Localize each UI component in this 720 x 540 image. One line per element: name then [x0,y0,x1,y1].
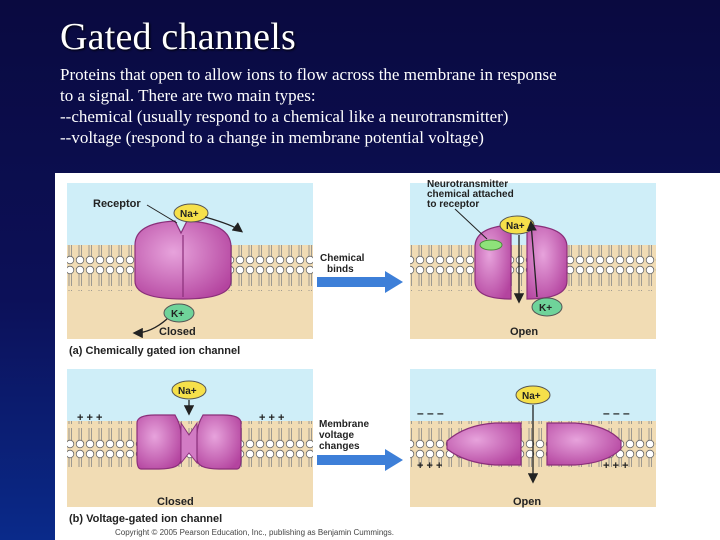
panel-a: Receptor Na+ K+ Closed Chemical binds Ne… [67,179,656,357]
open-label: Open [513,496,541,508]
arrow-label: changes [319,441,360,452]
slide-title: Gated channels [60,16,296,58]
k-ion [163,303,195,323]
arrow-label: Membrane [319,419,369,430]
k-ion-label: K+ [539,303,552,314]
na-ion-label: Na+ [178,386,197,397]
plus-charges: + + + [77,412,102,424]
minus-charges: – – – [603,406,630,420]
nt-label: chemical attached [427,189,514,200]
body-line: --chemical (usually respond to a chemica… [60,107,509,126]
copyright-notice: Copyright © 2005 Pearson Education, Inc.… [115,528,394,537]
arrow-label: voltage [319,430,354,441]
k-ion [531,297,563,317]
na-ion-label: Na+ [522,391,541,402]
panel-b-caption: (b) Voltage-gated ion channel [69,513,222,525]
neurotransmitter-molecule [479,239,503,251]
arrow-label: binds [327,264,354,275]
voltage-change-arrow: Membrane voltage changes [317,419,403,471]
body-line: Proteins that open to allow ions to flow… [60,65,557,84]
panel-b-closed-cell: Na+ + + + + + + Closed [67,369,313,508]
closed-label: Closed [157,496,194,508]
panel-a-caption: (a) Chemically gated ion channel [69,345,240,357]
receptor-pointer [146,204,178,224]
na-ion [515,385,551,405]
ion-channel-figure: Receptor Na+ K+ Closed Chemical binds Ne… [55,173,720,540]
arrow-label: Chemical [320,253,365,264]
panel-b: Na+ + + + + + + Closed Membrane voltage … [67,369,656,537]
nt-label: to receptor [427,199,479,210]
open-label: Open [510,326,538,338]
slide-body: Proteins that open to allow ions to flow… [60,64,700,148]
panel-b-open-cell: Na+ – – – – – – + + + + + + Open [410,369,656,508]
k-ion-label: K+ [171,309,184,320]
plus-charges: + + + [417,460,442,472]
minus-charges: – – – [417,406,444,420]
plus-charges: + + + [259,412,284,424]
panel-a-closed-cell: Receptor Na+ K+ Closed [67,183,313,339]
plus-charges: + + + [603,460,628,472]
na-ion-label: Na+ [506,221,525,232]
na-ion-label: Na+ [180,209,199,220]
receptor-label: Receptor [93,198,141,210]
panel-a-open-cell: Neurotransmitter chemical attached to re… [410,179,656,339]
chemical-binds-arrow: Chemical binds [317,253,403,293]
closed-label: Closed [159,326,196,338]
na-ion [173,203,209,223]
nt-label: Neurotransmitter [427,179,508,190]
body-line: to a signal. There are two main types: [60,86,316,105]
body-line: --voltage (respond to a change in membra… [60,128,484,147]
na-ion [171,380,207,400]
